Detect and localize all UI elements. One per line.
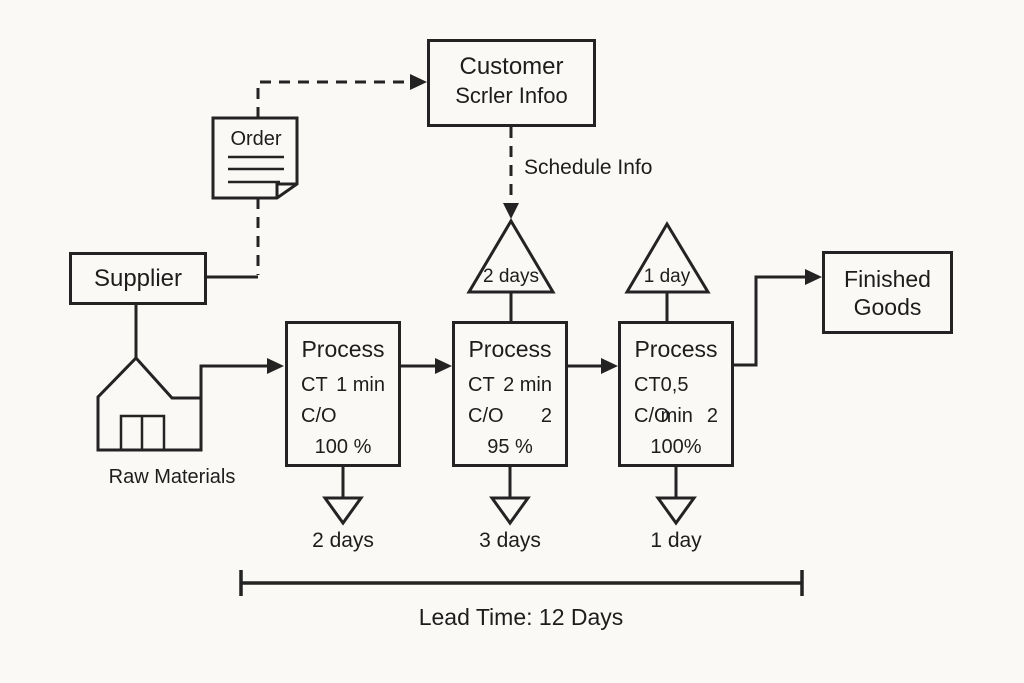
finished-goods-box: Finished Goods [822, 251, 953, 334]
raw-materials-to-process-arrow [199, 358, 284, 398]
finished-goods-line2: Goods [853, 293, 922, 320]
process-3-ct-value: 0,5 min [660, 374, 693, 427]
raw-materials-house-icon [96, 355, 203, 452]
process-2-co-value: 2 [540, 405, 552, 427]
process-2-ct-row: CT 2 min [455, 370, 565, 401]
process-1-ct-label: CT [301, 374, 328, 396]
process-3-co-value: 2 [706, 405, 718, 427]
inventory-triangle-below-process2-icon [489, 466, 531, 526]
inventory-above-process3-label: 1 day [643, 266, 691, 287]
customer-box: Customer Scrler Infoo [427, 39, 596, 127]
process-1-ct-value: 1 min [336, 374, 385, 396]
inventory-below-process1-label: 2 days [312, 529, 374, 552]
process-2-co-row: C/O 2 [455, 401, 565, 432]
order-label: Order [230, 128, 282, 150]
process-2-title: Process [468, 336, 552, 362]
finished-goods-line1: Finished [844, 265, 931, 292]
process2-to-process3-arrow [568, 358, 618, 374]
lead-time-label: Lead Time: 12 Days [418, 604, 624, 630]
process-3-title: Process [634, 336, 718, 362]
process-1-co-label: C/O [301, 405, 337, 427]
process-3-ct-row: CT 0,5 min [621, 370, 731, 427]
process-1-title: Process [301, 336, 385, 362]
process-1-uptime: 100 % [314, 436, 372, 458]
supplier-label: Supplier [93, 264, 183, 292]
inventory-triangle-above-process3-icon [624, 221, 711, 321]
order-document-icon [211, 116, 299, 200]
process-2-ct-value: 2 min [503, 374, 552, 396]
process-box-2: Process CT 2 min C/O 2 95 % [452, 321, 568, 467]
inventory-triangle-below-process3-icon [655, 466, 697, 526]
schedule-info-dashed-arrow [503, 127, 519, 219]
process-3-ct-label: CT [634, 374, 661, 396]
schedule-info-label: Schedule Info [524, 156, 653, 179]
process1-to-process2-arrow [401, 358, 452, 374]
supplier-order-connector [207, 198, 260, 279]
customer-subtitle: Scrler Infoo [455, 83, 568, 108]
process3-to-finished-goods-arrow [734, 269, 822, 367]
inventory-triangle-above-process2-icon [466, 218, 556, 321]
inventory-below-process3-label: 1 day [650, 529, 702, 552]
customer-title: Customer [459, 53, 564, 80]
process-1-ct-row: CT 1 min [288, 370, 398, 401]
supplier-box: Supplier [69, 252, 207, 305]
lead-time-bracket [239, 570, 804, 596]
process-2-co-label: C/O [468, 405, 504, 427]
inventory-below-process2-label: 3 days [479, 529, 541, 552]
process-2-ct-label: CT [468, 374, 495, 396]
order-to-customer-dashed-arrow [256, 74, 427, 118]
inventory-triangle-below-process1-icon [322, 466, 364, 526]
process-3-uptime: 100% [650, 436, 702, 458]
raw-materials-label: Raw Materials [108, 466, 236, 488]
process-1-co-row: C/O [288, 401, 398, 432]
process-box-1: Process CT 1 min C/O 100 % [285, 321, 401, 467]
process-2-uptime: 95 % [487, 436, 533, 458]
process-3-co-row: C/O 2 [621, 401, 731, 432]
process-3-co-label: C/O [634, 405, 670, 427]
process-box-3: Process CT 0,5 min C/O 2 100% [618, 321, 734, 467]
inventory-above-process2-label: 2 days [483, 266, 539, 287]
